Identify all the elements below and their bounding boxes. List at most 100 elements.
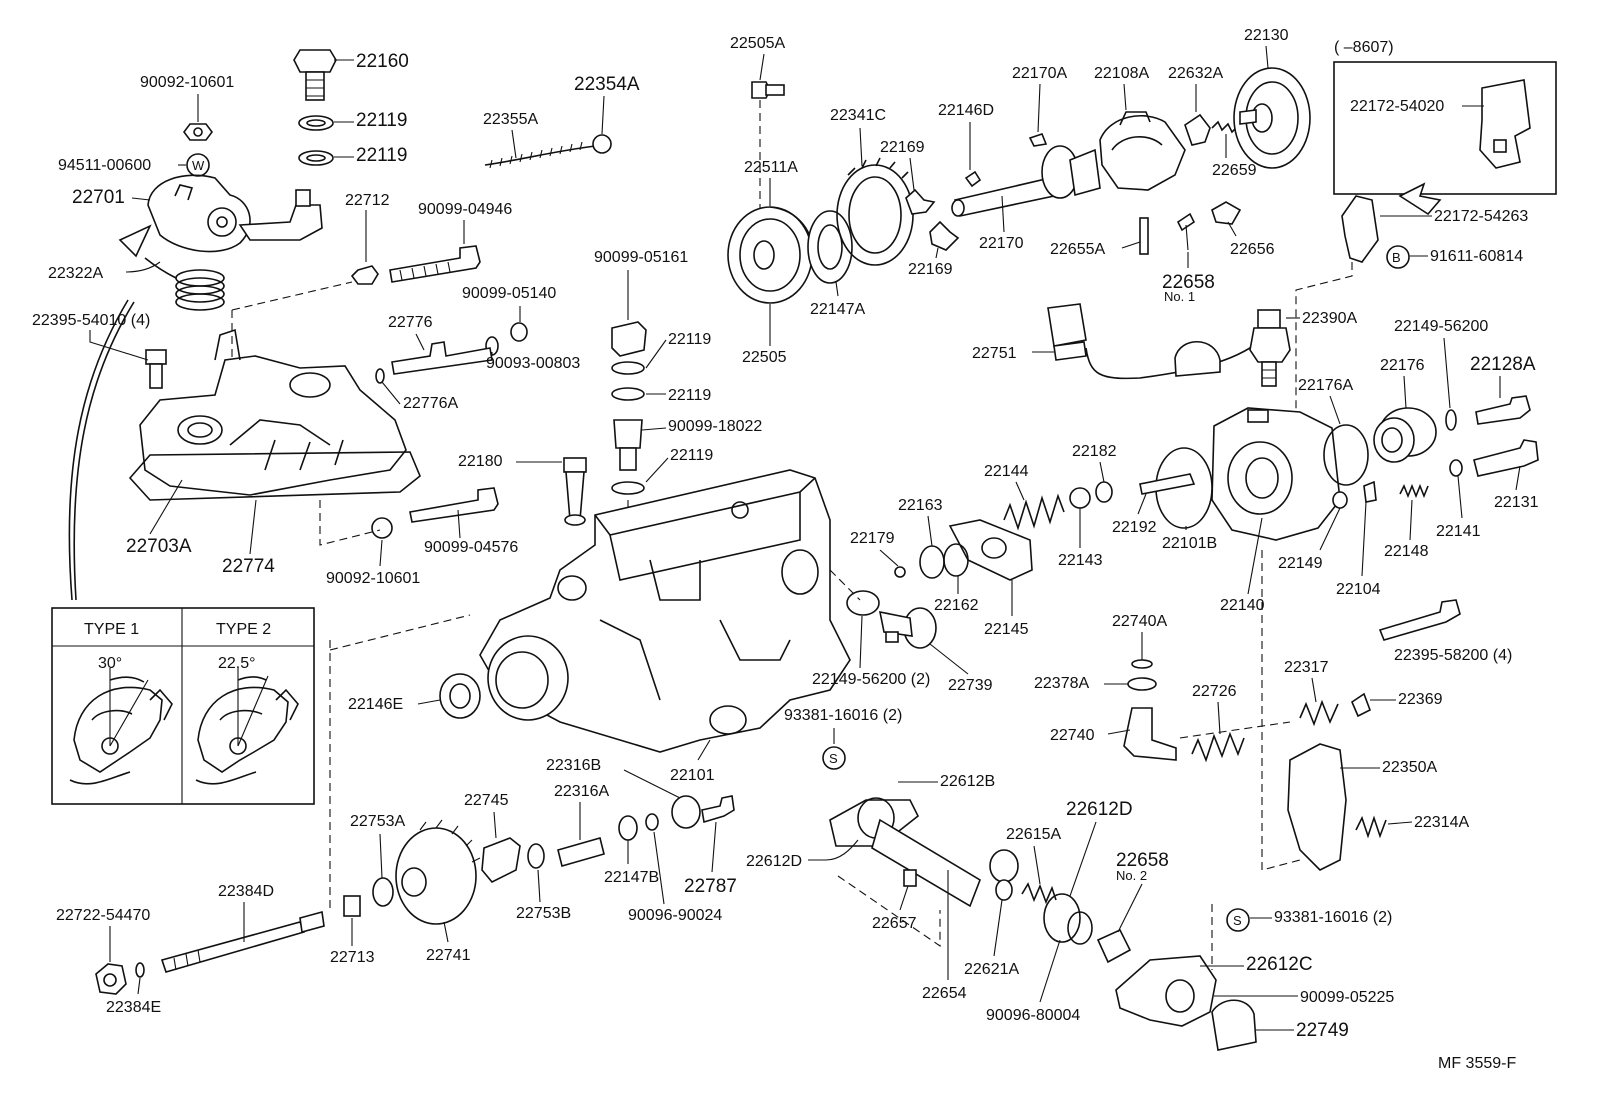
label-22659: 22659 [1212, 162, 1257, 179]
label-22119-4: 22119 [668, 387, 711, 404]
label-22776: 22776 [388, 314, 433, 331]
gear-drawing [905, 188, 936, 215]
pump-housing-drawing [479, 469, 851, 753]
symbol-s-1: S [829, 751, 838, 766]
slide-drawing [481, 837, 521, 883]
label-22145: 22145 [984, 621, 1029, 638]
label-22101b: 22101B [1162, 535, 1217, 552]
label-22169-1: 22169 [880, 139, 925, 156]
label-22119-3: 22119 [668, 331, 711, 348]
drive-shaft-assembly-drawing [95, 819, 481, 995]
label-22143: 22143 [1058, 552, 1103, 569]
label-94511-00600: 94511-00600 [58, 157, 151, 174]
bolt-22395-58200-drawing [1378, 599, 1461, 641]
type2-angle: 22.5° [218, 655, 256, 672]
label-22703a: 22703A [126, 536, 192, 557]
s-symbol-2 [1226, 908, 1250, 932]
leader-dashed-bracket [1295, 262, 1353, 500]
label-22658-no2: 22658 [1116, 850, 1169, 871]
label-22654: 22654 [922, 985, 967, 1002]
label-22712: 22712 [345, 192, 390, 209]
label-22749: 22749 [1296, 1020, 1349, 1041]
label-22147a: 22147A [810, 301, 865, 318]
label-90099-04946: 90099-04946 [418, 201, 512, 218]
pin-drawing [1139, 217, 1149, 255]
range-box-frame [1333, 61, 1557, 195]
label-22163: 22163 [898, 497, 943, 514]
leader-dashed-timer [837, 875, 941, 948]
label-22170: 22170 [979, 235, 1024, 252]
cover-bolt-drawing [145, 349, 167, 389]
plunger-drawing [1139, 473, 1196, 495]
label-22131: 22131 [1494, 494, 1539, 511]
label-22101: 22101 [670, 767, 715, 784]
s-symbol-1 [822, 746, 846, 770]
label-22108a: 22108A [1094, 65, 1149, 82]
label-22182: 22182 [1072, 443, 1117, 460]
label-22612b: 22612B [940, 773, 995, 790]
note-22658-no2: No. 2 [1116, 868, 1147, 883]
label-90099-05161: 90099-05161 [594, 249, 688, 266]
adjusting-lever-drawing [147, 174, 323, 253]
symbol-s-2: S [1233, 913, 1242, 928]
label-22140: 22140 [1220, 597, 1265, 614]
idle-lever-drawing [1123, 659, 1177, 761]
label-22350a: 22350A [1382, 759, 1437, 776]
label-22316a: 22316A [554, 783, 609, 800]
label-22144: 22144 [984, 463, 1029, 480]
o-ring-22176a-drawing [1323, 424, 1369, 486]
bracket-22172-54263-drawing [1341, 195, 1379, 263]
cover-fastener-drawings [350, 245, 528, 539]
label-22322a: 22322A [48, 265, 103, 282]
label-90092-10601-a: 90092-10601 [140, 74, 234, 91]
label-22713: 22713 [330, 949, 375, 966]
symbol-w: W [192, 158, 205, 173]
fuel-cut-solenoid-harness-drawing [1047, 303, 1267, 380]
symbol-b: B [1392, 250, 1401, 265]
label-22787: 22787 [684, 876, 737, 897]
idle-spring-drawing [484, 145, 597, 166]
timer-spring-seat-drawing [1096, 928, 1132, 964]
washer-w-symbol [186, 153, 210, 177]
label-22615a: 22615A [1006, 826, 1061, 843]
label-93381-16016-b: 93381-16016 (2) [1274, 909, 1392, 926]
label-22658-no1: 22658 [1162, 272, 1215, 293]
label-22128a: 22128A [1470, 354, 1536, 375]
assembly-arrow [68, 299, 129, 601]
label-22390a: 22390A [1302, 310, 1357, 327]
label-22148: 22148 [1384, 543, 1429, 560]
label-22740a: 22740A [1112, 613, 1167, 630]
label-22179: 22179 [850, 530, 895, 547]
label-22149-56200-b: 22149-56200 (2) [812, 671, 930, 688]
delivery-valve-holder-drawing [1373, 407, 1437, 463]
label-22741: 22741 [426, 947, 471, 964]
label-90099-04576: 90099-04576 [424, 539, 518, 556]
control-lever-shaft-plate-drawing [948, 519, 1033, 581]
part-drawings [51, 49, 1557, 1051]
pump-cover-drawing [1233, 67, 1311, 169]
distributive-head-drawing [1211, 407, 1341, 541]
overflow-screw-drawing [293, 49, 337, 166]
bracket-22172-54020-drawing [1479, 79, 1531, 169]
label-22341c: 22341C [830, 107, 886, 124]
label-22511a: 22511A [744, 159, 798, 176]
label-22172-54263: 22172-54263 [1434, 208, 1528, 225]
label-22505a: 22505A [730, 35, 785, 52]
label-22701: 22701 [72, 187, 125, 208]
label-22130: 22130 [1244, 27, 1289, 44]
o-ring-22612d-drawing [1043, 893, 1081, 943]
label-22655a: 22655A [1050, 241, 1105, 258]
label-22739: 22739 [948, 677, 993, 694]
label-22162: 22162 [934, 597, 979, 614]
label-90092-10601-b: 90092-10601 [326, 570, 420, 587]
timer-piston-drawing [829, 797, 1019, 908]
label-22316b: 22316B [546, 757, 601, 774]
label-22170a: 22170A [1012, 65, 1067, 82]
label-22176: 22176 [1380, 357, 1425, 374]
fitting-stack-drawing [611, 321, 647, 495]
label-22745: 22745 [464, 792, 509, 809]
label-22192: 22192 [1112, 519, 1157, 536]
type-inset [51, 607, 315, 805]
label-22119-5: 22119 [670, 447, 713, 464]
regulating-valve-drawing [563, 457, 587, 526]
